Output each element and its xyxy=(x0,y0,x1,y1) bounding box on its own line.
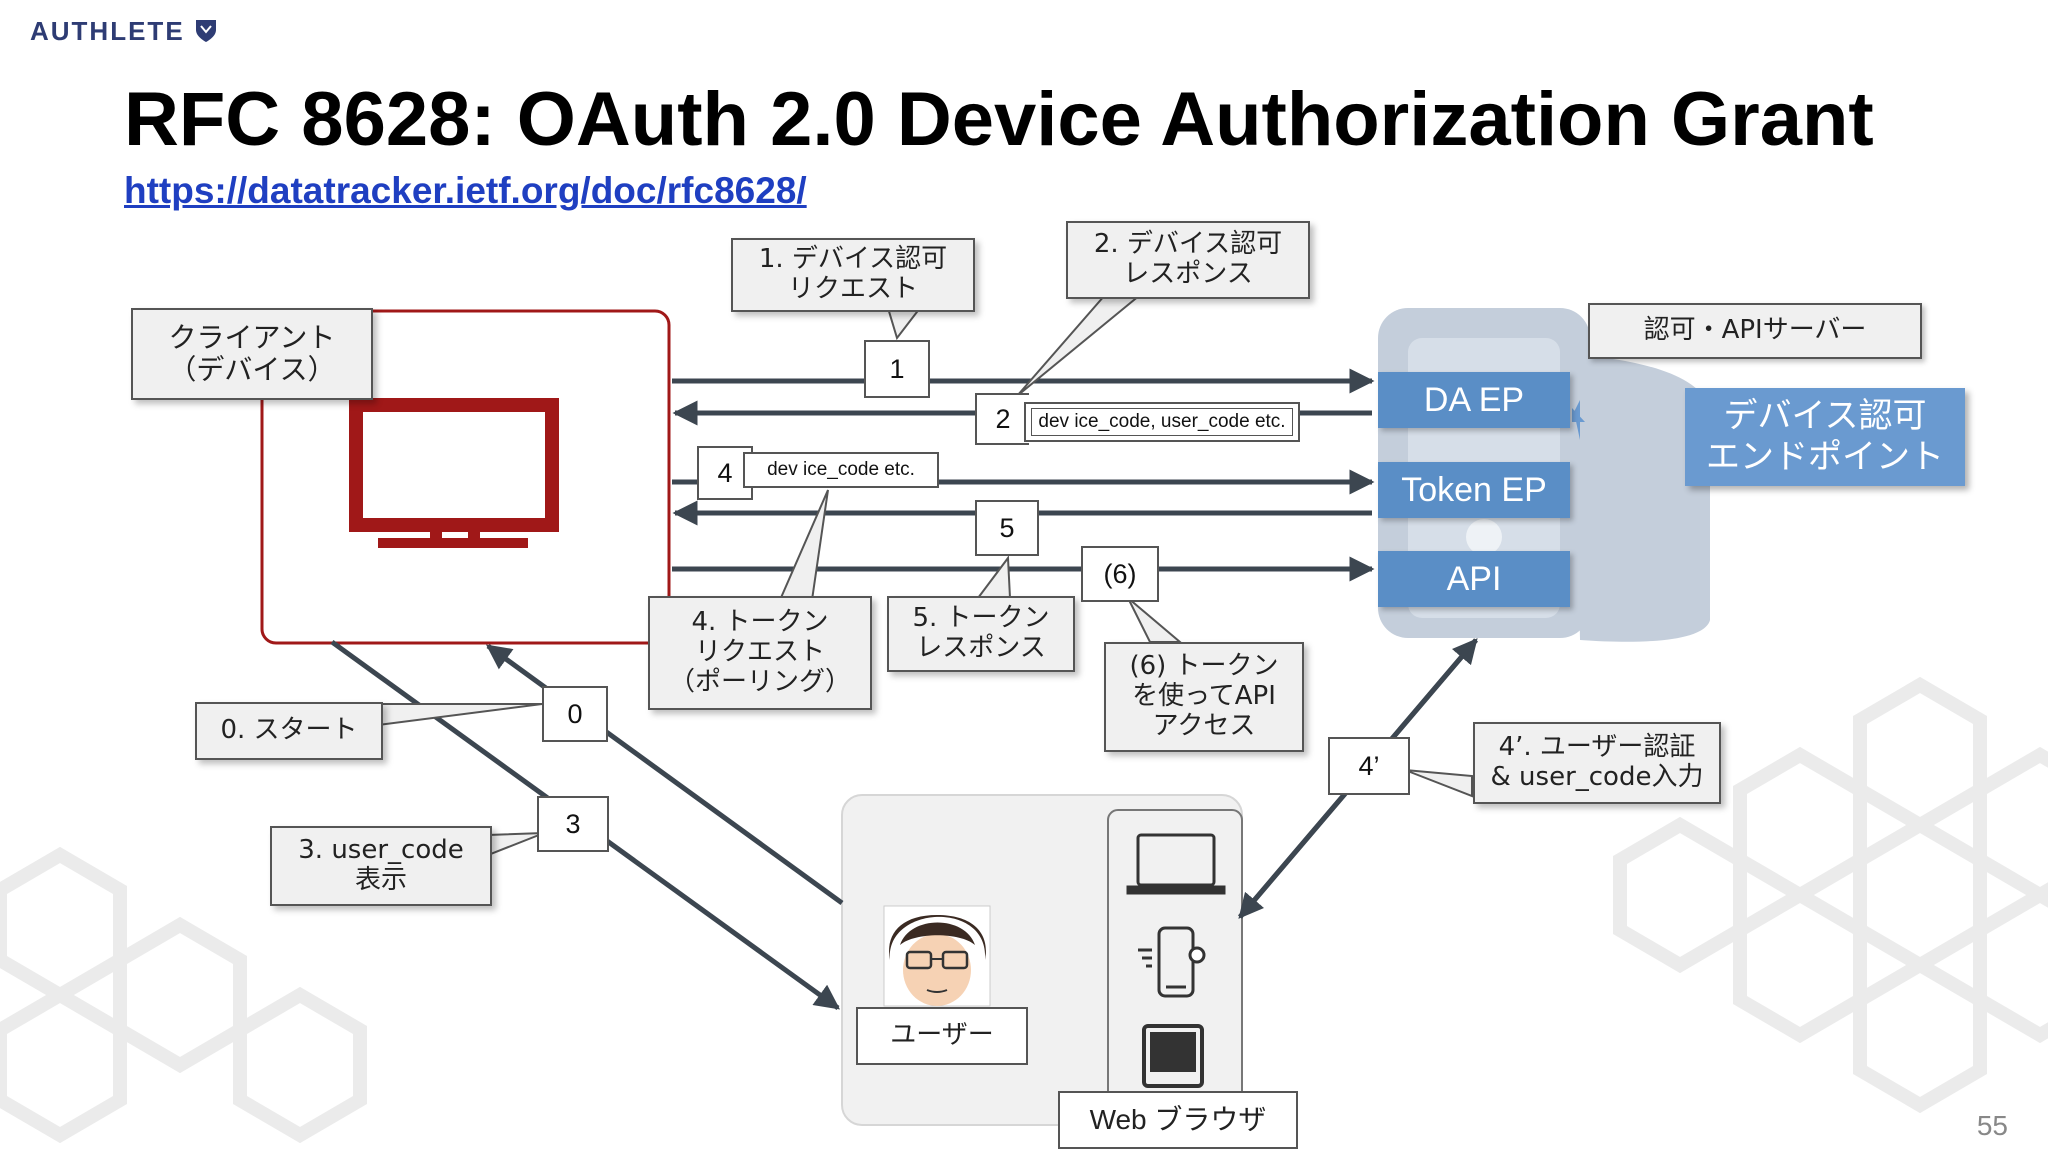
laptop-icon xyxy=(1126,833,1226,895)
slide-title: RFC 8628: OAuth 2.0 Device Authorization… xyxy=(124,77,1874,162)
tail-s1 xyxy=(886,307,923,341)
tail-s0 xyxy=(377,703,543,727)
tag-step-2-text: dev ice_code, user_code etc. xyxy=(1031,408,1293,436)
step-number-2: 2 xyxy=(975,393,1029,445)
endpoint-da-ep: DA EP xyxy=(1378,372,1570,428)
endpoint-token-ep: Token EP xyxy=(1378,462,1570,518)
web-browser-label: Web ブラウザ xyxy=(1058,1091,1298,1149)
rfc-link[interactable]: https://datatracker.ietf.org/doc/rfc8628… xyxy=(124,170,807,211)
browser-devices-frame xyxy=(1107,809,1243,1121)
callout-step-4: 4. トークン リクエスト （ポーリング） xyxy=(648,596,872,710)
callout-step-1: 1. デバイス認可 リクエスト xyxy=(731,238,975,312)
server-label: 認可・APIサーバー xyxy=(1588,303,1922,359)
callout-step-3: 3. user_code 表示 xyxy=(270,826,492,906)
tail-s4 xyxy=(778,489,829,601)
step-number-1: 1 xyxy=(864,340,930,398)
tag-step-2-payload: dev ice_code, user_code etc. xyxy=(1024,402,1300,442)
tv-icon xyxy=(1142,1024,1204,1088)
tail-s3 xyxy=(487,832,545,857)
tail-da-callout xyxy=(1574,400,1580,440)
endpoint-api: API xyxy=(1378,551,1570,607)
user-avatar xyxy=(883,905,991,1007)
callout-step-2: 2. デバイス認可 レスポンス xyxy=(1066,221,1310,299)
mobile-device-icon xyxy=(1138,926,1206,998)
client-label: クライアント （デバイス） xyxy=(131,308,373,400)
step-number-3: 3 xyxy=(537,796,609,852)
step-number-0: 0 xyxy=(542,686,608,742)
user-label: ユーザー xyxy=(856,1007,1028,1065)
device-authorization-endpoint-callout: デバイス認可 エンドポイント xyxy=(1685,388,1965,486)
tail-s5 xyxy=(976,555,1012,599)
step-number-4-prime: 4’ xyxy=(1328,737,1410,795)
monitor-icon xyxy=(349,398,559,548)
tail-s6 xyxy=(1127,597,1183,643)
callout-step-6: (6) トークン を使ってAPI アクセス xyxy=(1104,642,1304,752)
shield-icon xyxy=(195,20,216,42)
authlete-logo: AUTHLETE xyxy=(30,16,218,47)
step-number-6: (6) xyxy=(1081,546,1159,602)
tag-step-4-payload: dev ice_code etc. xyxy=(743,452,939,488)
page-number: 55 xyxy=(1976,1110,2008,1141)
callout-step-5: 5. トークン レスポンス xyxy=(887,596,1075,672)
callout-step-4-prime: 4’. ユーザー認証 & user_code入力 xyxy=(1473,722,1721,804)
tail-s4p xyxy=(1404,769,1473,798)
callout-step-0: 0. スタート xyxy=(195,702,383,760)
step-number-5: 5 xyxy=(975,500,1039,556)
